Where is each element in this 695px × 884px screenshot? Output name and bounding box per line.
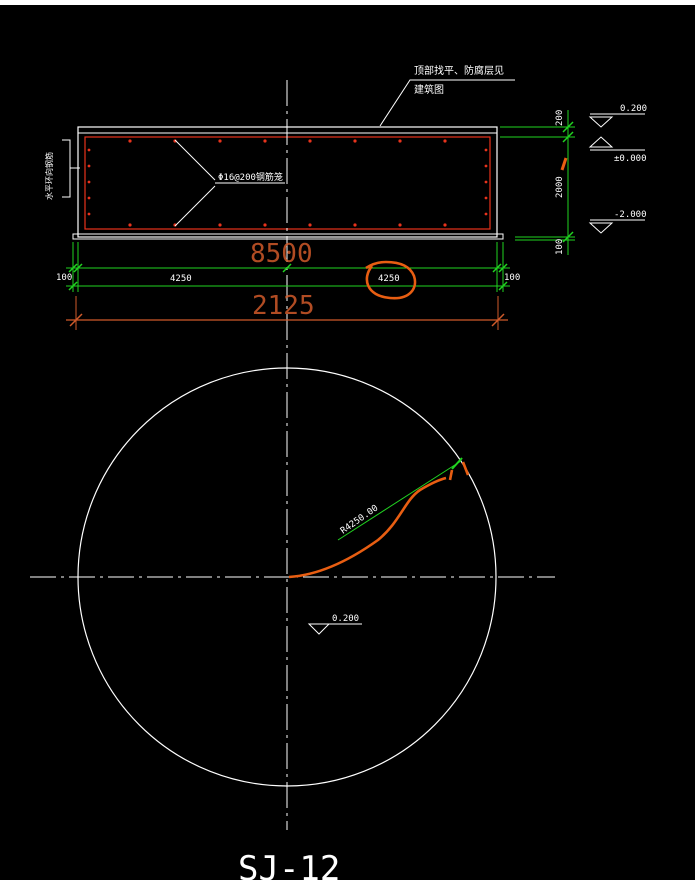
dim-right-half: 4250 xyxy=(378,274,400,284)
side-note: 水平环向钢筋 xyxy=(44,152,54,200)
tick-h2 xyxy=(73,263,83,273)
rebar-dots xyxy=(87,139,488,227)
markup-circle xyxy=(365,260,417,300)
rebar-dot xyxy=(87,180,91,184)
elev-bottom-label: -2.000 xyxy=(614,210,647,220)
rebar-dot xyxy=(443,223,447,227)
bottom-slab xyxy=(72,233,504,240)
rebar-note-leader-upper xyxy=(174,139,216,181)
top-note-leader xyxy=(379,79,515,127)
rebar-dot xyxy=(353,223,357,227)
tick-bottom xyxy=(562,231,574,243)
rebar-dot xyxy=(353,139,357,143)
under-dimension-annotation: 2125 xyxy=(252,291,315,321)
top-note-line1: 顶部找平、防腐层见 xyxy=(414,64,504,77)
rebar-dot xyxy=(484,164,488,168)
elev-bottom-symbol xyxy=(588,222,614,234)
rebar-dot xyxy=(484,212,488,216)
markup-stroke-2 xyxy=(461,461,470,476)
rebar-dot xyxy=(308,139,312,143)
tick-h3 xyxy=(282,263,292,273)
dim-top-slab: 200 xyxy=(555,110,565,126)
tick-h5 xyxy=(498,263,508,273)
dim-left-edge: 100 xyxy=(56,273,72,283)
radius-dim-line xyxy=(337,460,462,541)
markup-tick xyxy=(560,157,568,171)
rebar-dot xyxy=(87,196,91,200)
dim-left-half: 4250 xyxy=(170,274,192,284)
tick-h1 xyxy=(68,263,78,273)
rebar-dot xyxy=(128,139,132,143)
rebar-dot xyxy=(398,139,402,143)
tick-top xyxy=(562,121,574,133)
rebar-dot xyxy=(263,223,267,227)
markup-curve xyxy=(288,476,447,579)
elev-ground-symbol xyxy=(588,136,614,148)
radius-arrow xyxy=(451,457,463,470)
dim-wall-height: 2000 xyxy=(555,176,565,198)
horizontal-dimensions: 100 4250 4250 100 8500 2125 xyxy=(56,239,520,330)
rebar-dot xyxy=(484,180,488,184)
drawing-title: SJ-12 xyxy=(238,849,340,884)
top-note-line2: 建筑图 xyxy=(414,83,444,96)
tick-h6 xyxy=(68,281,78,291)
rebar-dot xyxy=(484,196,488,200)
dim-right-edge: 100 xyxy=(504,273,520,283)
elevation-markers: 0.200 ±0.000 -2.000 xyxy=(588,104,647,234)
tick-mid xyxy=(562,131,574,143)
markup-stroke-1 xyxy=(448,469,454,481)
tick-h4 xyxy=(492,263,502,273)
elev-top-label: 0.200 xyxy=(620,104,647,114)
canvas-background xyxy=(0,5,695,880)
plan-level-label: 0.200 xyxy=(332,614,359,624)
rebar-note: Φ16@200钢筋笼 xyxy=(218,171,283,183)
elev-top-symbol xyxy=(588,116,614,128)
dim-bottom-slab: 100 xyxy=(555,239,565,255)
rebar-note-leader-lower xyxy=(174,185,216,227)
rebar-dot xyxy=(87,148,91,152)
rebar-dot xyxy=(308,223,312,227)
rebar-dot xyxy=(87,164,91,168)
rebar-dot xyxy=(263,139,267,143)
rebar-dot xyxy=(218,139,222,143)
tick-h7 xyxy=(498,281,508,291)
rebar-dot xyxy=(484,148,488,152)
elev-ground-label: ±0.000 xyxy=(614,154,647,164)
vertical-dimensions: 200 2000 100 xyxy=(500,110,575,255)
diameter-annotation: 8500 xyxy=(250,239,313,269)
rebar-dot xyxy=(87,212,91,216)
rebar-dot xyxy=(443,139,447,143)
rebar-dot xyxy=(128,223,132,227)
rebar-dot xyxy=(218,223,222,227)
rebar-dot xyxy=(398,223,402,227)
